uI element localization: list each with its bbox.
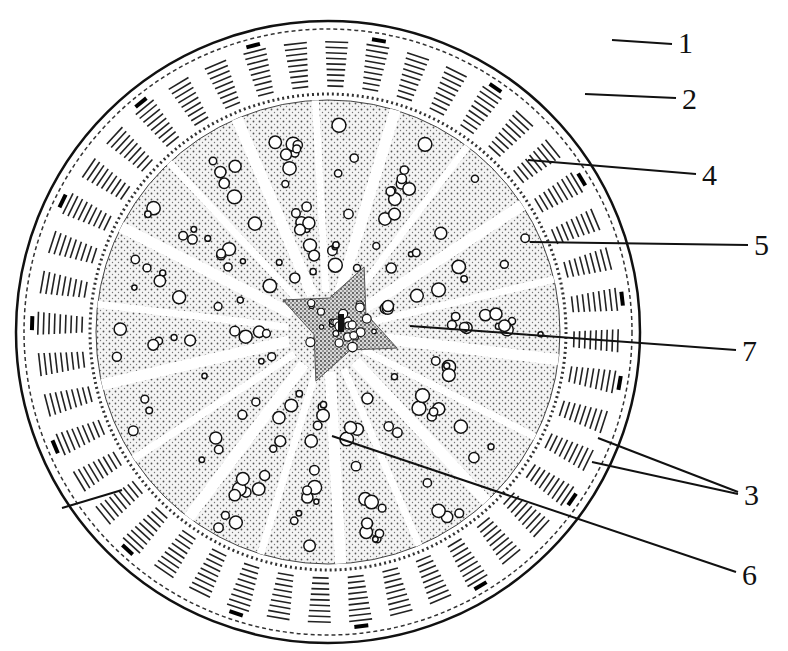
callout-number: 1: [676, 28, 695, 58]
callout-number: 5: [752, 230, 771, 260]
leader-line: [612, 40, 672, 44]
callout-number: 4: [700, 160, 719, 190]
callout-number: 3: [742, 480, 761, 510]
leader-line: [592, 462, 738, 494]
leader-line: [530, 242, 748, 245]
leader-line: [598, 438, 738, 492]
leader-line: [410, 326, 736, 350]
leader-line: [332, 436, 736, 572]
callout-number: 6: [740, 560, 759, 590]
leader-line: [585, 94, 676, 98]
callout-number: 7: [740, 336, 759, 366]
leader-line: [528, 160, 696, 174]
callout-number: 2: [680, 84, 699, 114]
